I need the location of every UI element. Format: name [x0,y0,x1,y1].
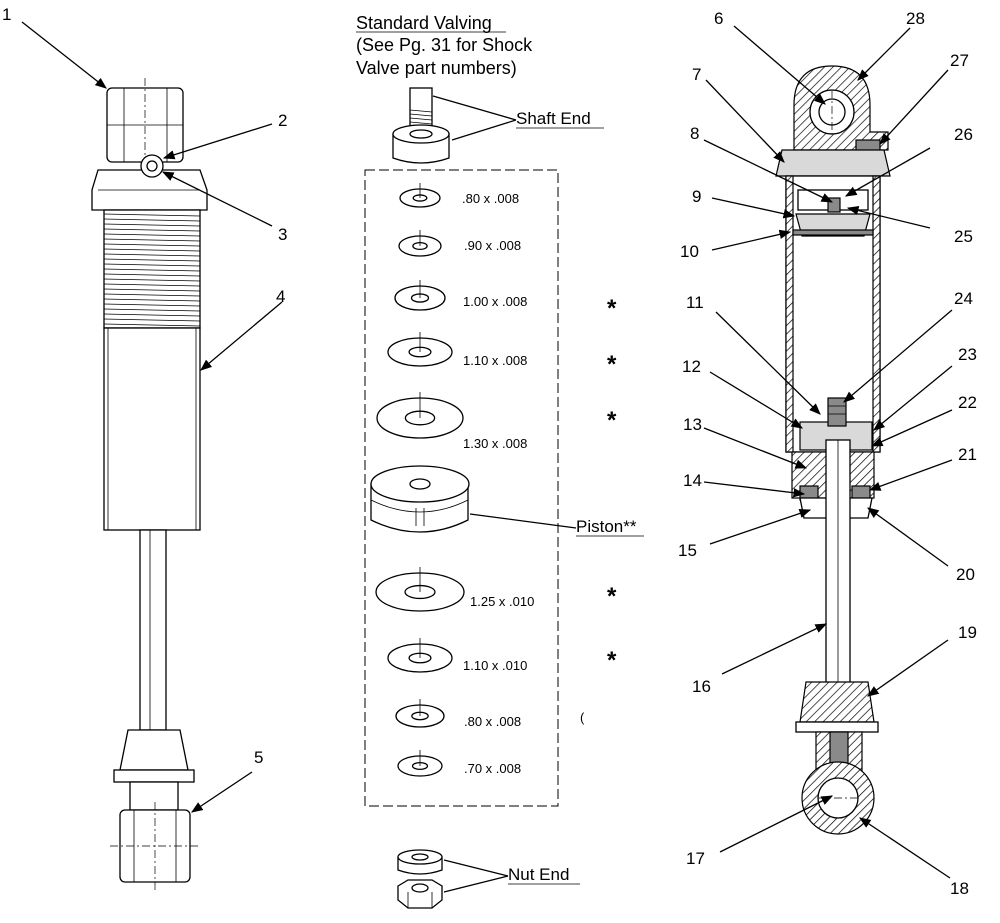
bottom-bumper [799,681,875,723]
callout-10: 10 [680,242,699,261]
shim-spec: .90 x .008 [464,238,521,253]
callout-17: 17 [686,849,705,868]
shock-body [103,327,201,531]
shaft [139,529,167,731]
callout-23: 23 [958,345,977,364]
callout-7: 7 [692,65,701,84]
cutaway-leaders [703,25,953,879]
callout-25: 25 [954,227,973,246]
callout-27: 27 [950,51,969,70]
adjustable-star: * [607,407,617,434]
adjustable-star: * [607,647,617,674]
valving-group-box [364,169,559,807]
callout-14: 14 [683,471,702,490]
shim: .90 x .008 [398,230,521,257]
callout-2: 2 [278,111,287,130]
piston [370,465,470,533]
shim-spec: 1.10 x .010 [463,658,527,673]
nut-end-parts [397,849,443,909]
callout-28: 28 [906,9,925,28]
title-line-1: Standard Valving [356,13,492,33]
callout-19: 19 [958,623,977,642]
callout-22: 22 [958,393,977,412]
callout-16: 16 [692,677,711,696]
callout-18: 18 [950,879,969,898]
callout-12: 12 [682,357,701,376]
callout-26: 26 [954,125,973,144]
shim-spec: 1.00 x .008 [463,294,527,309]
shaft-end-label: Shaft End [516,109,591,128]
bump-stop [119,729,189,771]
callout-15: 15 [678,541,697,560]
callout-6: 6 [714,9,723,28]
callout-5: 5 [254,748,263,767]
piston-label: Piston** [576,517,637,536]
shim: 1.10 x .010 * [387,638,617,674]
shim-spec: 1.25 x .010 [470,594,534,609]
top-cap [775,149,891,177]
nut [397,879,443,909]
shim: .80 x .008 [399,183,519,208]
shim: 1.00 x .008 * [394,280,617,322]
title-line-3: Valve part numbers) [356,58,517,78]
callout-13: 13 [683,415,702,434]
shock-cutaway-view [775,65,891,835]
shock-exterior-view [91,78,208,890]
title-line-2: (See Pg. 31 for Shock [356,35,533,55]
shaft-nut [827,397,847,427]
shim: 1.10 x .008 * [387,332,617,378]
adjustable-star: * [607,351,617,378]
shim-spec: .80 x .008 [462,191,519,206]
shim-spec: .80 x .008 [464,714,521,729]
callout-21: 21 [958,445,977,464]
callout-numbers: 1 2 3 4 5 6 7 8 9 10 11 12 13 14 15 16 1… [2,5,977,898]
shim: 1.25 x .010 * [375,567,617,612]
shim: .80 x .008 [395,699,521,729]
callout-4: 4 [276,287,285,306]
callout-11: 11 [686,293,704,312]
callout-24: 24 [954,289,973,308]
shim-spec: 1.10 x .008 [463,353,527,368]
callout-9: 9 [692,187,701,206]
shim: 1.30 x .008 * [376,392,617,451]
shim: .70 x .008 [397,750,521,777]
adjustable-star: * [607,295,617,322]
shim-spec: 1.30 x .008 [463,436,527,451]
bump-washer [113,769,195,783]
callout-8: 8 [690,124,699,143]
stray-mark: ( [580,710,585,725]
callout-3: 3 [278,225,287,244]
shim-spec: .70 x .008 [464,761,521,776]
adjustable-star: * [607,583,617,610]
nut-end-label: Nut End [508,865,569,884]
valving-title: Standard Valving (See Pg. 31 for Shock V… [356,13,533,78]
callout-20: 20 [956,565,975,584]
callout-1: 1 [2,5,11,24]
